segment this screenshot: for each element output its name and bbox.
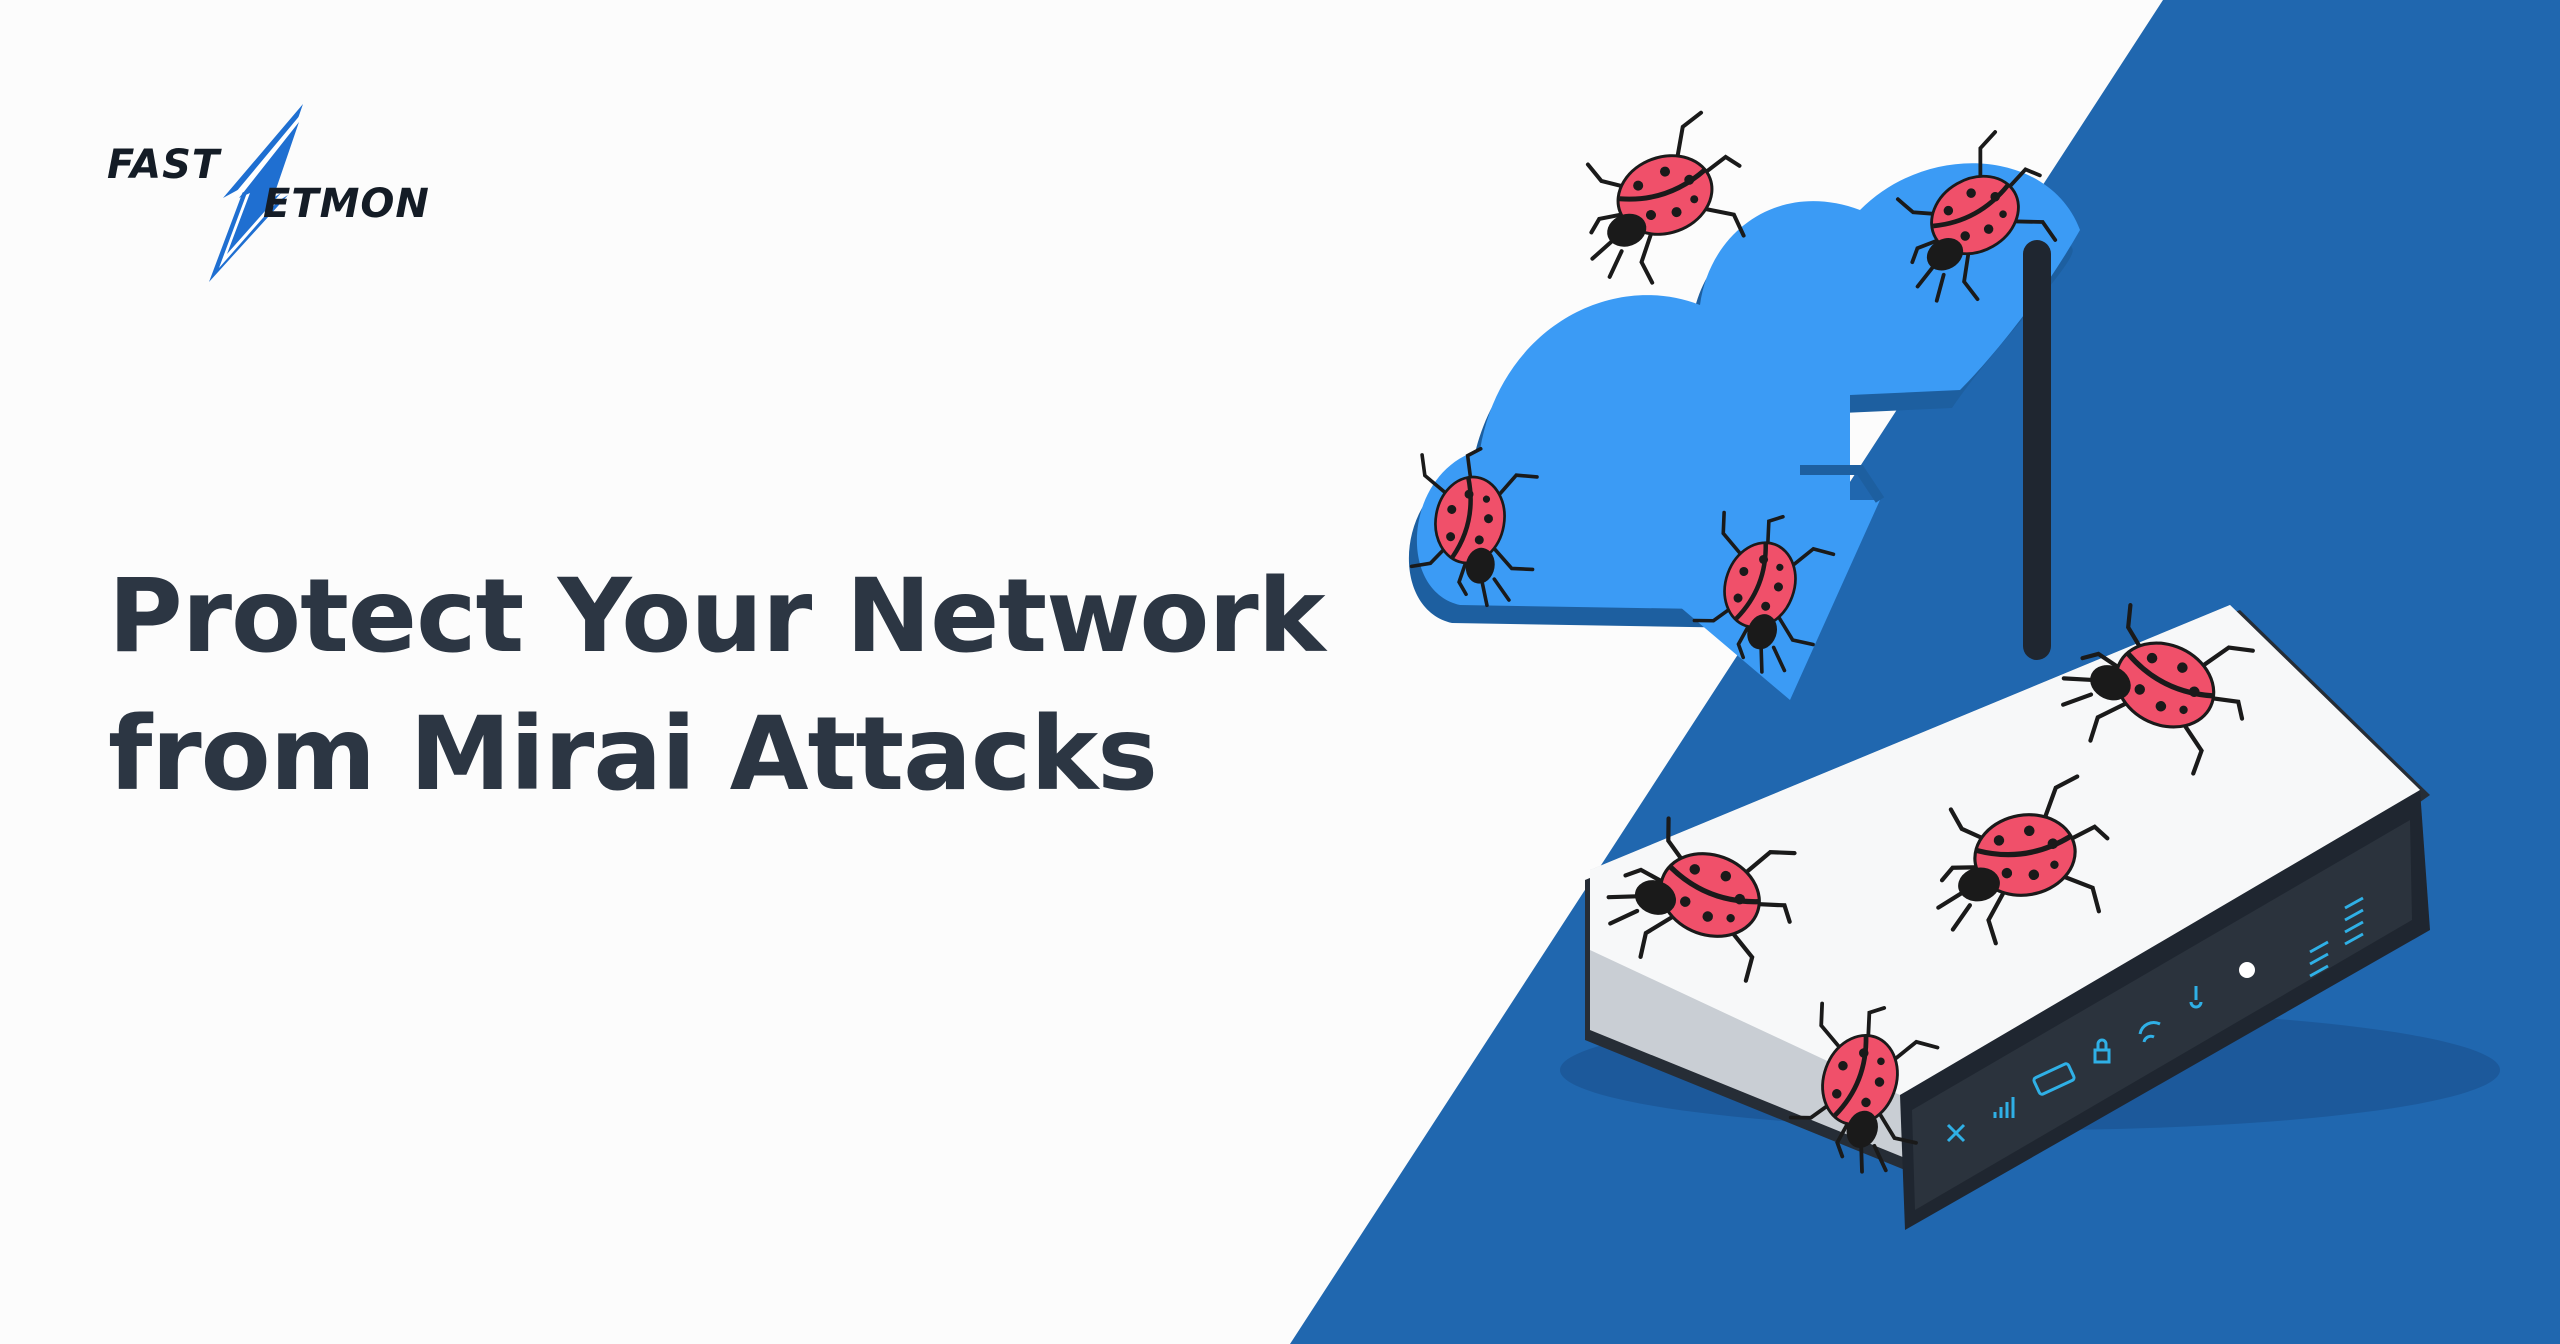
microphone-icon bbox=[2189, 986, 2203, 1009]
power-dot-icon bbox=[2239, 962, 2255, 978]
signal-bars-icon bbox=[1993, 1097, 2015, 1118]
title-line-2: from Mirai Attacks bbox=[108, 695, 1158, 814]
logo-text-etmon: ETMON bbox=[263, 181, 430, 227]
antenna bbox=[2023, 240, 2051, 660]
lock-icon bbox=[2093, 1048, 2111, 1064]
logo-text-fast: FAST bbox=[107, 142, 221, 188]
menu-lines-icon bbox=[2309, 940, 2329, 978]
fastnetmon-logo: FAST ETMON bbox=[105, 100, 485, 290]
title-line-1: Protect Your Network bbox=[108, 557, 1326, 676]
battery-icon bbox=[2032, 1062, 2076, 1096]
close-icon bbox=[1946, 1123, 1966, 1143]
wifi-icon bbox=[2138, 1021, 2161, 1043]
lightning-bolt-n-icon bbox=[209, 104, 303, 282]
page-title: Protect Your Network from Mirai Attacks bbox=[108, 548, 1358, 824]
